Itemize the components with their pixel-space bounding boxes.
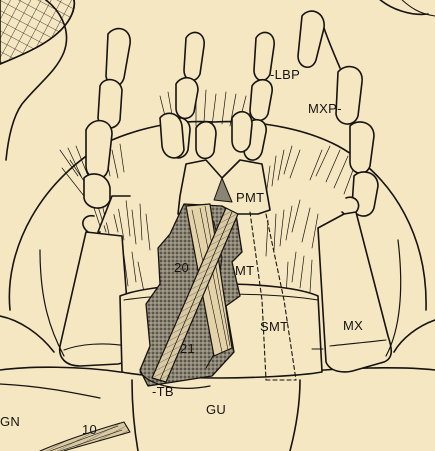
label-lbp: -LBP bbox=[270, 67, 300, 82]
label-20: 20 bbox=[174, 260, 189, 275]
label-mxp: MXP- bbox=[308, 101, 342, 116]
label-mx: MX bbox=[343, 318, 363, 333]
antenna-fragment bbox=[376, 0, 435, 16]
label-smt: SMT bbox=[260, 319, 288, 334]
maxillary-palp-left bbox=[84, 29, 130, 209]
label-gn: GN bbox=[0, 414, 20, 429]
label-21: 21 bbox=[180, 341, 195, 356]
maxilla-right bbox=[318, 197, 391, 372]
glossae bbox=[160, 112, 252, 159]
label-10: 10 bbox=[82, 422, 97, 437]
label-gu: GU bbox=[206, 402, 226, 417]
label-pmt: PMT bbox=[236, 190, 264, 205]
label-tb: -TB bbox=[152, 384, 174, 399]
compound-eye bbox=[0, 0, 74, 160]
label-mt: MT bbox=[235, 263, 254, 278]
maxilla-left bbox=[60, 196, 131, 366]
